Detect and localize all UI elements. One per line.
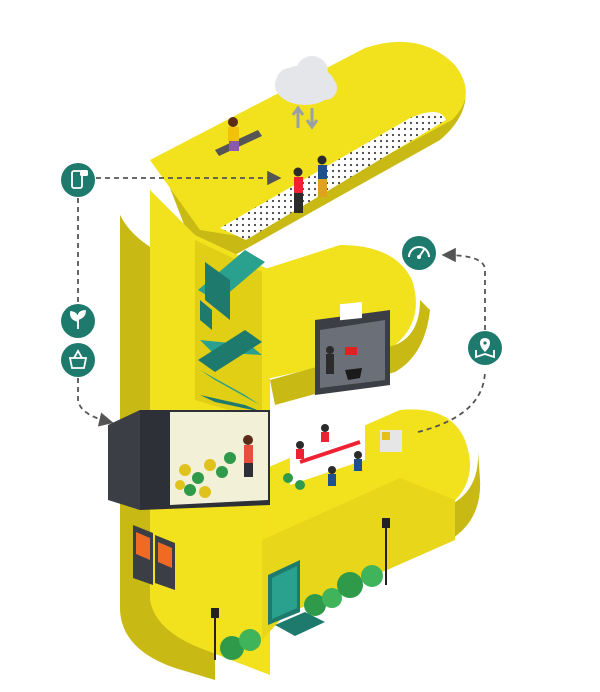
- arrow-to-shop: [77, 378, 114, 427]
- top-arm-dotted-wall: [220, 111, 446, 240]
- middle-arm-side: [270, 300, 430, 405]
- shopping-basket-icon: [61, 343, 95, 377]
- flow-arrows: [77, 170, 486, 433]
- mobile-chat-icon: [61, 163, 95, 197]
- entrance-steps: [275, 612, 325, 636]
- ground-floor: [133, 525, 325, 636]
- map-book-icon: [468, 331, 502, 365]
- plant-pots: [175, 452, 236, 498]
- arrow-right-up: [441, 247, 486, 330]
- cloud-sync-icon: [275, 56, 337, 130]
- bushes: [220, 565, 383, 660]
- people-top: [215, 117, 327, 213]
- plant-shop-box: [108, 410, 270, 510]
- arrow-from-office: [417, 369, 486, 433]
- bottom-office: [283, 424, 402, 490]
- gauge-icon: [402, 236, 436, 270]
- middle-office-room: [315, 301, 390, 395]
- street-lamps: [211, 518, 390, 660]
- staircase: [198, 250, 265, 412]
- top-arm-top-face: [150, 41, 466, 236]
- plant-icon: [61, 304, 95, 338]
